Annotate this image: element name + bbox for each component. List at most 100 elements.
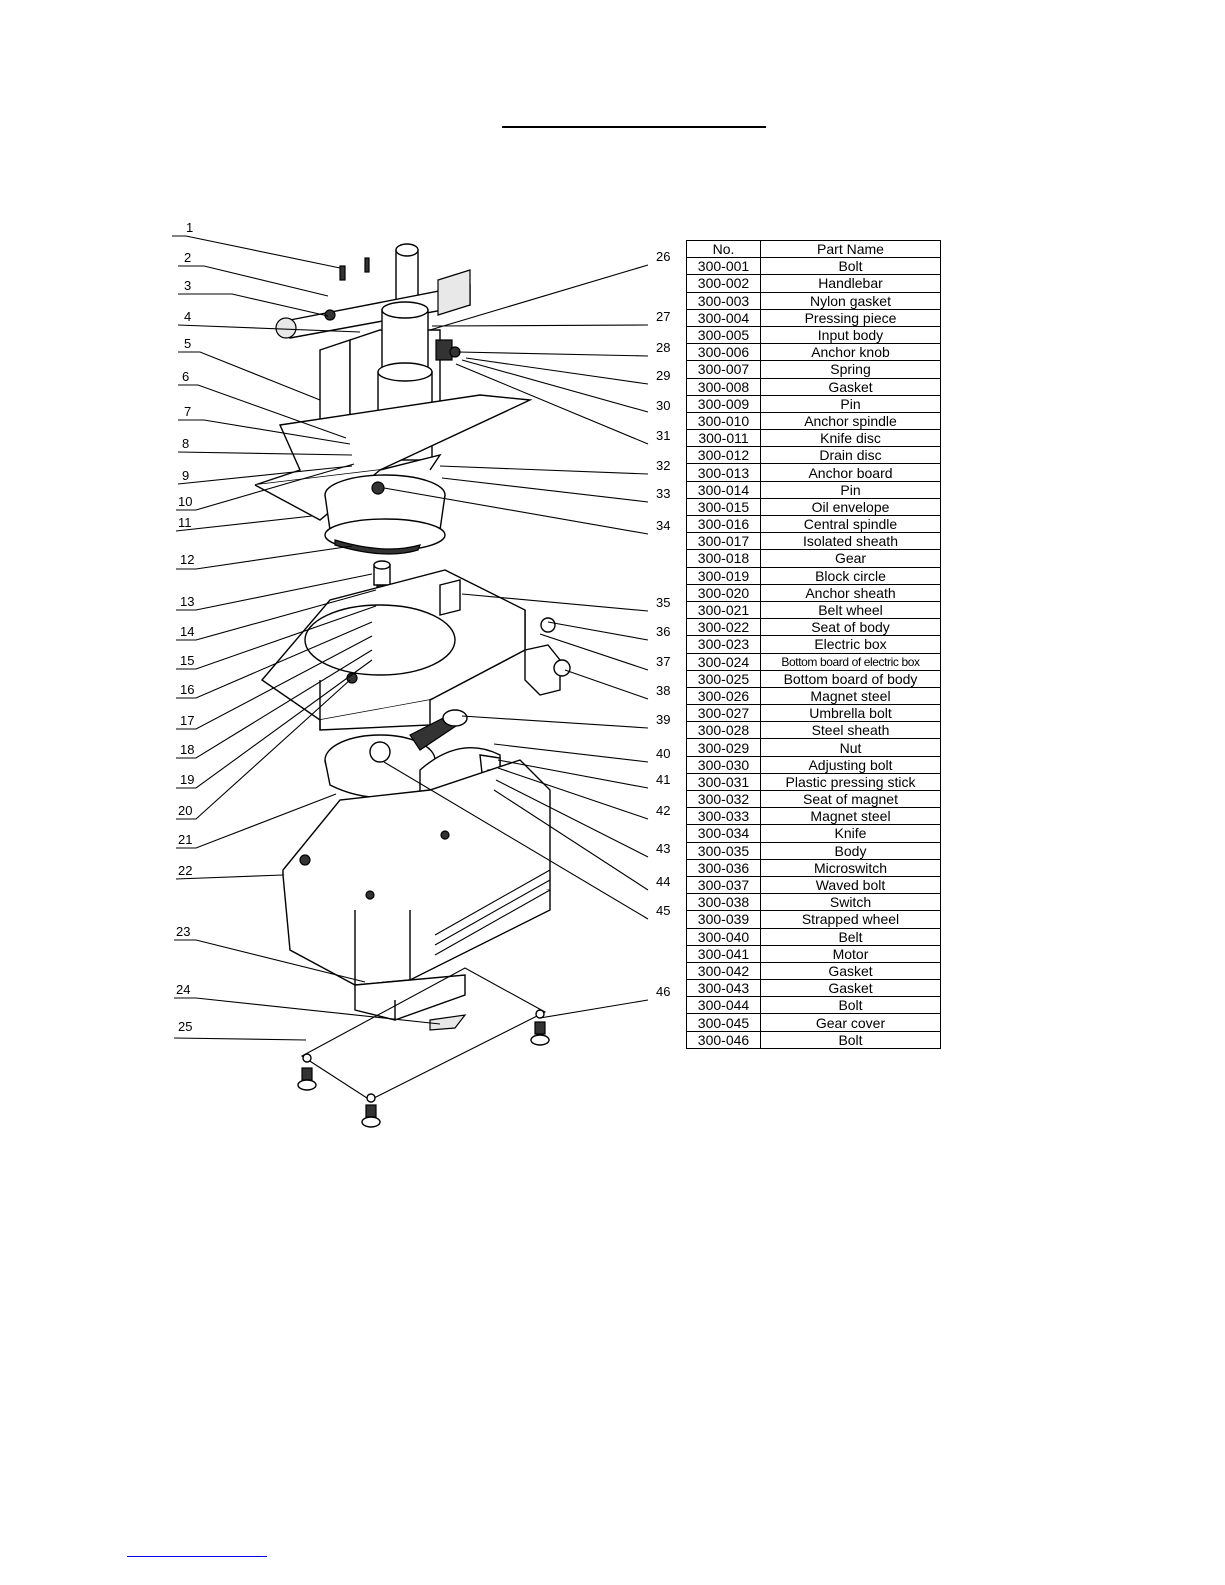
callout-18: 18 [176, 649, 373, 759]
column-header-part-name: Part Name [760, 239, 941, 259]
part-name: Electric box [760, 635, 941, 654]
svg-text:20: 20 [178, 803, 192, 818]
callout-22: 22 [175, 863, 284, 880]
left-callouts: 1 2 3 4 5 6 7 8 9 10 11 12 13 14 15 16 1… [172, 220, 441, 1041]
part-name: Umbrella bolt [760, 704, 941, 723]
part-number: 300-006 [686, 343, 761, 362]
part-number: 300-027 [686, 704, 761, 723]
part-number: 300-013 [686, 463, 761, 482]
svg-text:18: 18 [180, 742, 194, 757]
part-name: Anchor knob [760, 343, 941, 362]
callout-5: 5 [178, 336, 321, 401]
part-number: 300-037 [686, 875, 761, 895]
part-name: Pressing piece [760, 308, 941, 327]
svg-text:14: 14 [180, 624, 194, 639]
callout-30: 30 [461, 359, 670, 413]
part-name: Adjusting bolt [760, 755, 941, 774]
part-number: 300-022 [686, 618, 761, 637]
part-number: 300-018 [686, 549, 761, 568]
svg-text:30: 30 [656, 398, 670, 413]
svg-text:15: 15 [180, 653, 194, 668]
callout-31: 31 [455, 363, 670, 445]
part-name: Bolt [760, 996, 941, 1015]
part-number: 300-032 [686, 789, 761, 809]
callout-35: 35 [461, 593, 670, 612]
part-number: 300-045 [686, 1013, 761, 1032]
part-name: Gear [760, 549, 941, 568]
svg-text:22: 22 [178, 863, 192, 878]
callout-25: 25 [173, 1019, 307, 1041]
svg-text:46: 46 [656, 984, 670, 999]
callout-46: 46 [539, 984, 670, 1019]
part-name: Knife disc [760, 429, 941, 448]
electric-box [354, 974, 467, 1031]
part-name: Drain disc [760, 446, 941, 465]
callout-7: 7 [178, 404, 351, 445]
part-name: Input body [760, 325, 941, 345]
column-header-no: No. [686, 239, 761, 259]
part-name: Bolt [760, 257, 941, 276]
svg-text:8: 8 [182, 436, 189, 451]
part-name: Belt [760, 927, 941, 946]
svg-text:34: 34 [656, 518, 670, 533]
svg-text:40: 40 [656, 746, 670, 761]
footnote-rule [127, 1556, 267, 1557]
callout-19: 19 [176, 659, 373, 789]
part-number: 300-003 [686, 291, 761, 310]
svg-text:31: 31 [656, 428, 670, 443]
svg-text:9: 9 [182, 468, 189, 483]
discs [324, 474, 446, 555]
part-name: Anchor board [760, 463, 941, 482]
part-number: 300-033 [686, 807, 761, 826]
callout-12: 12 [176, 545, 353, 570]
part-number: 300-015 [686, 497, 761, 517]
seat-of-body [260, 569, 571, 731]
part-name: Microswitch [760, 858, 941, 877]
part-name: Gasket [760, 377, 941, 396]
part-number: 300-009 [686, 394, 761, 413]
part-name: Magnet steel [760, 686, 941, 706]
right-callouts: 26 27 28 29 30 31 32 33 34 35 36 37 38 3… [383, 249, 670, 1019]
callout-24: 24 [174, 982, 441, 1025]
svg-text:29: 29 [656, 368, 670, 383]
part-name: Nylon gasket [760, 291, 941, 310]
part-number: 300-020 [686, 583, 761, 602]
callout-27: 27 [431, 309, 670, 327]
part-name: Spring [760, 360, 941, 379]
svg-text:41: 41 [656, 772, 670, 787]
svg-text:25: 25 [178, 1019, 192, 1034]
svg-text:44: 44 [656, 874, 670, 889]
callout-43: 43 [495, 779, 670, 858]
part-name: Steel sheath [760, 721, 941, 740]
part-number: 300-043 [686, 979, 761, 998]
part-name: Bottom board of electric box [760, 652, 941, 671]
svg-text:4: 4 [184, 309, 191, 324]
part-name: Block circle [760, 566, 941, 585]
callout-26: 26 [429, 249, 670, 331]
svg-text:3: 3 [184, 278, 191, 293]
bottom-board [297, 967, 550, 1128]
part-number: 300-014 [686, 480, 761, 499]
part-number: 300-036 [686, 858, 761, 877]
